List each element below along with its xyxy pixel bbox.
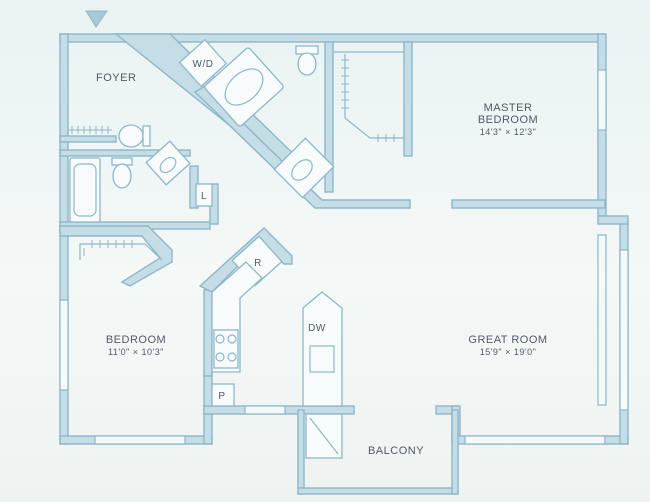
pantry-label: P (218, 391, 225, 402)
stove-icon (213, 329, 239, 369)
sink-hall-icon (159, 156, 177, 174)
master-bedroom-dimensions: 14'3" × 12'3" (480, 127, 537, 137)
window-master-right (597, 69, 607, 131)
wall-bay-top (597, 215, 629, 225)
wall-master-left (403, 41, 413, 157)
sink-master-icon (291, 159, 313, 181)
vanity-master-icon (273, 137, 335, 199)
wall-bedroom-right (203, 289, 213, 377)
window-great-right (597, 234, 607, 406)
balcony-label: BALCONY (368, 445, 424, 457)
linen-closet-box (195, 183, 213, 207)
fixtures (69, 38, 343, 459)
pantry-box (211, 383, 235, 407)
window-bedroom-left (59, 299, 69, 391)
wall-balcony-left (297, 409, 305, 495)
bathtub-hall-icon (69, 157, 101, 223)
great-room-dimensions: 15'9" × 19'0" (480, 347, 537, 357)
bathtub-master-icon (204, 47, 284, 127)
wall-balcony-bottom (297, 487, 459, 495)
toilet-master-bowl-icon (297, 52, 317, 76)
wall-kitchen-angle (198, 227, 293, 293)
wall-master-bath (324, 41, 334, 193)
closet-rod-bedroom (79, 243, 163, 261)
island-sink-icon (309, 345, 335, 373)
windows (59, 69, 629, 445)
master-bedroom-label-line2: BEDROOM (478, 114, 538, 126)
bedroom-label: BEDROOM (106, 334, 166, 346)
window-kitchen (244, 405, 286, 415)
refrigerator-label: R (254, 258, 262, 269)
linen-label: L (201, 191, 207, 202)
vanity-hall-icon (145, 140, 191, 186)
room-labels: FOYER MASTER BEDROOM 14'3" × 12'3" BEDRO… (96, 72, 547, 457)
closet-rods (68, 51, 404, 261)
window-bay-bottom (464, 435, 606, 445)
window-bay-right (619, 249, 629, 411)
dishwasher-label: DW (308, 323, 326, 334)
foyer-label: FOYER (96, 72, 136, 84)
toilet-hall-bowl-icon (112, 163, 132, 189)
appliance-labels: W/D L R DW P (193, 59, 326, 402)
wall-master-bottom (451, 199, 606, 209)
wall-bedroom-closet (59, 225, 173, 287)
washer-dryer-label: W/D (193, 59, 214, 70)
wall-balcony-right (451, 409, 459, 495)
wall-bath-top (59, 149, 191, 157)
wall-foyer-closet (59, 135, 117, 143)
great-room-label: GREAT ROOM (468, 334, 547, 346)
master-bedroom-label-line1: MASTER (484, 102, 533, 114)
kitchen-island (302, 291, 343, 407)
toilet-hall-icon (118, 124, 144, 148)
washer-dryer-icon (178, 38, 228, 88)
window-bedroom-bottom (94, 435, 186, 445)
entry-arrow-icon (85, 10, 108, 28)
closet-rod-master (344, 54, 404, 139)
bedroom-dimensions: 11'0" × 10'3" (108, 347, 164, 357)
